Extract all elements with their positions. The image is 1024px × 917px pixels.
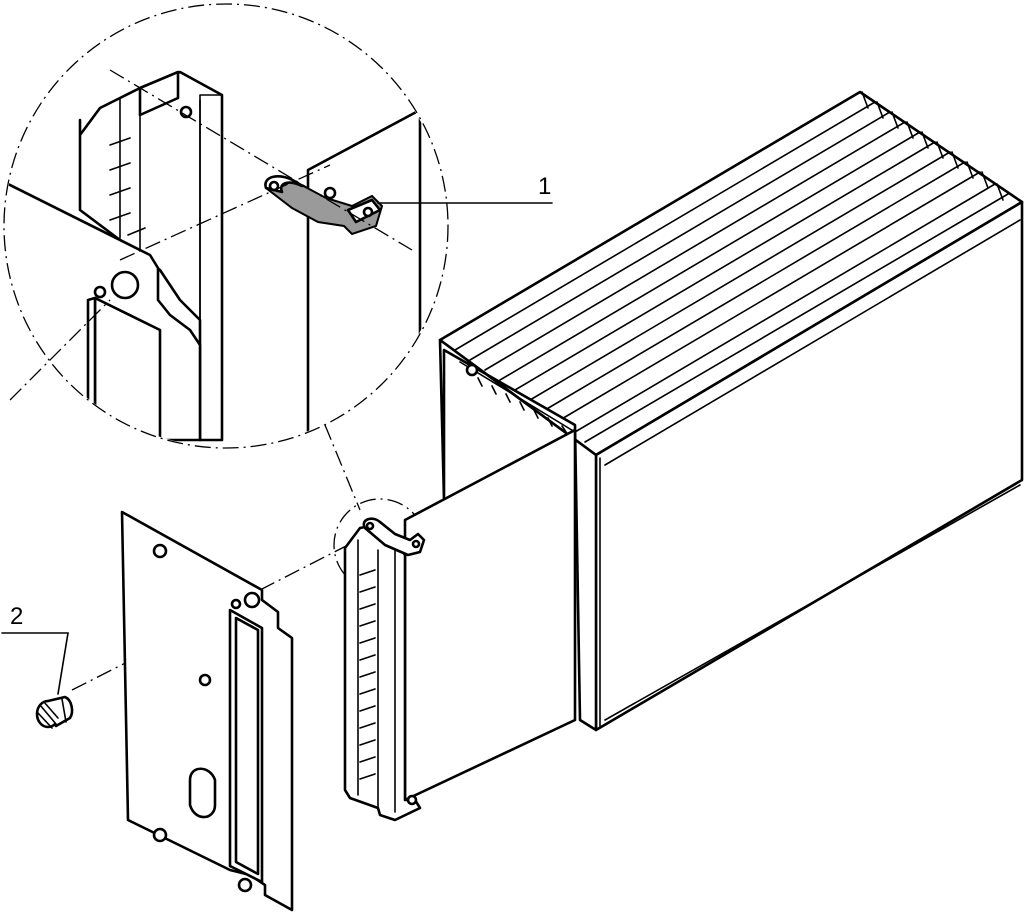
faceplate-hole — [230, 598, 242, 610]
screw-item-2 — [35, 695, 74, 729]
faceplate-panel — [120, 510, 294, 912]
callout-1-label: 1 — [538, 173, 551, 200]
faceplate-hole — [237, 877, 253, 893]
callout-1: 1 — [377, 173, 553, 204]
card-connector-strip — [343, 523, 422, 822]
faceplate-hole — [152, 543, 168, 559]
faceplate-slot-hole — [188, 767, 217, 819]
plug-in-card — [343, 428, 577, 822]
detail-bracket-item-1 — [264, 175, 384, 236]
faceplate-hole — [198, 673, 212, 687]
card-bracket — [362, 517, 426, 557]
faceplate-hole — [243, 591, 261, 609]
faceplate-window-inner — [234, 616, 260, 876]
detail-circle-boundary — [3, 3, 449, 449]
heatsink-housing — [438, 90, 1024, 732]
card-board — [403, 428, 577, 802]
callout-2: 2 — [1, 603, 69, 695]
callout-2-label: 2 — [10, 603, 23, 630]
detail-board-panel — [306, 108, 422, 442]
front-faceplate — [120, 510, 294, 912]
callout-2-leader — [1, 632, 69, 695]
detail-magnified-view — [3, 3, 449, 449]
housing-fins — [454, 91, 1009, 443]
faceplate-hole — [152, 827, 168, 843]
